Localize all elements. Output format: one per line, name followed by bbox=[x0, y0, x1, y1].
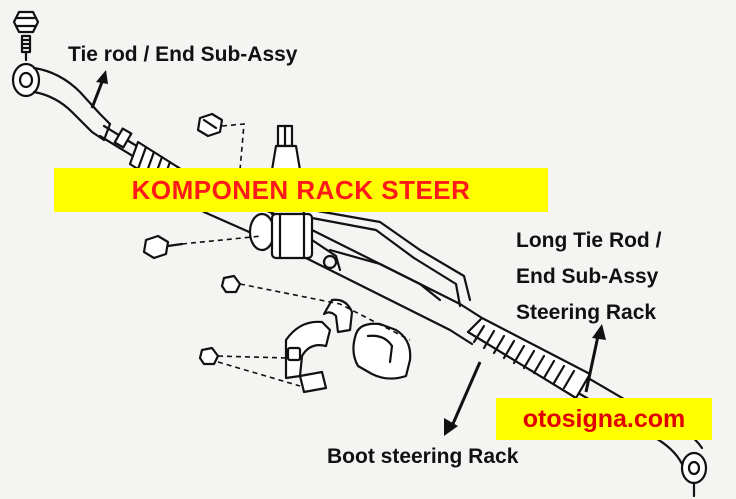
label-boot-steering-rack: Boot steering Rack bbox=[327, 445, 519, 468]
arrow-steering-rack bbox=[584, 324, 606, 393]
label-long-tie-rod-line1: Long Tie Rod / bbox=[516, 229, 662, 252]
bolt-upper bbox=[196, 112, 224, 138]
watermark-badge: otosigna.com bbox=[496, 398, 712, 440]
bolt-lower-2 bbox=[198, 346, 220, 366]
assembly-dashed-lines bbox=[181, 123, 411, 387]
rubber-bushing bbox=[352, 322, 412, 380]
watermark-text: otosigna.com bbox=[522, 404, 686, 433]
bolt-lower-1 bbox=[220, 274, 242, 294]
label-steering-rack: Steering Rack bbox=[516, 301, 657, 324]
arrow-tie-rod bbox=[90, 70, 108, 109]
fluid-pipes bbox=[310, 208, 472, 308]
left-inner-tie-rod bbox=[98, 124, 142, 160]
title-banner: KOMPONEN RACK STEER bbox=[54, 168, 548, 212]
label-long-tie-rod-line2: End Sub-Assy bbox=[516, 265, 659, 288]
arrow-boot bbox=[444, 361, 482, 436]
left-tie-rod-end bbox=[11, 62, 112, 142]
mounting-clamp bbox=[284, 298, 354, 394]
label-tie-rod: Tie rod / End Sub-Assy bbox=[68, 43, 298, 66]
bolt-middle bbox=[142, 234, 184, 260]
right-boot bbox=[466, 316, 592, 400]
banner-title: KOMPONEN RACK STEER bbox=[131, 174, 471, 205]
left-tie-rod-nut bbox=[12, 10, 40, 62]
